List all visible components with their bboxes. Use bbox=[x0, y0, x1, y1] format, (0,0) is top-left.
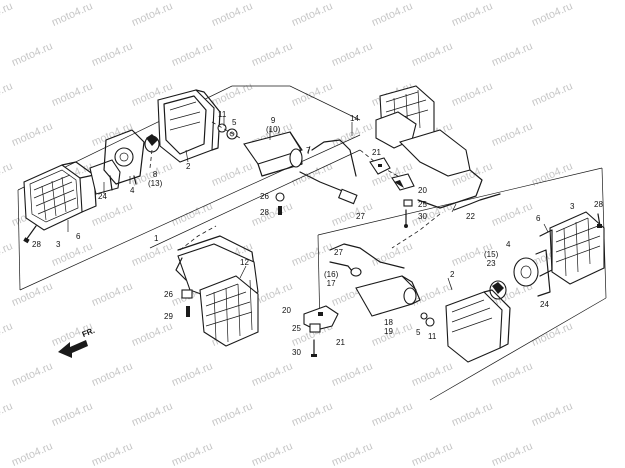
part-label-27-mid: 27 bbox=[356, 212, 365, 221]
part-label-5-top: 5 bbox=[232, 118, 237, 127]
rear-right-lens bbox=[539, 211, 605, 285]
part-label-8-13: 8 (13) bbox=[148, 170, 163, 188]
socket-gasket-left bbox=[89, 129, 145, 195]
grommet-mid bbox=[275, 192, 285, 215]
part-label-29: 29 bbox=[164, 312, 173, 321]
part-label-21-low: 21 bbox=[336, 338, 345, 347]
bracket-20-top bbox=[391, 173, 415, 191]
part-label-18-19: 18 19 bbox=[384, 318, 393, 336]
part-label-28-left: 28 bbox=[32, 240, 41, 249]
part-label-26-mid: 26 bbox=[260, 192, 269, 201]
screw-28-left bbox=[23, 225, 37, 244]
part-label-2-top: 2 bbox=[186, 162, 191, 171]
part-label-16-17: (16) 17 bbox=[324, 270, 339, 288]
part-label-11-low: 11 bbox=[428, 332, 437, 341]
part-label-2-low: 2 bbox=[450, 270, 455, 279]
part-label-28-mid: 28 bbox=[260, 208, 269, 217]
part-label-30-top: 30 bbox=[418, 212, 427, 221]
harness-27-low bbox=[329, 243, 405, 277]
collar-25-top bbox=[403, 199, 413, 207]
part-label-4-right: 4 bbox=[506, 240, 511, 249]
harness-7 bbox=[299, 139, 413, 205]
front-left-lens-assembly bbox=[23, 161, 97, 231]
bulb-front-left bbox=[144, 134, 160, 169]
housing-front-left bbox=[157, 89, 221, 163]
bracket-21-top bbox=[369, 157, 391, 175]
leader-lines bbox=[67, 116, 549, 291]
front-arrow-icon bbox=[58, 340, 88, 358]
part-label-1: 1 bbox=[154, 234, 159, 243]
part-label-20-top: 20 bbox=[418, 186, 427, 195]
bolt-30-top bbox=[404, 209, 408, 228]
part-label-15-23: (15) 23 bbox=[484, 250, 499, 268]
part-label-3-left: 3 bbox=[56, 240, 61, 249]
part-label-6-right: 6 bbox=[536, 214, 541, 223]
part-label-6-left: 6 bbox=[76, 232, 81, 241]
part-label-25-low: 25 bbox=[292, 324, 301, 333]
part-label-26-low: 26 bbox=[164, 290, 173, 299]
screw-28-right bbox=[597, 213, 602, 228]
part-label-27-low: 27 bbox=[334, 248, 343, 257]
part-label-24-left: 24 bbox=[98, 192, 107, 201]
stay-18-19 bbox=[355, 275, 421, 317]
part-label-20-low: 20 bbox=[282, 306, 291, 315]
front-left-frame bbox=[17, 85, 361, 191]
bracket-20-low bbox=[303, 305, 339, 331]
part-label-30-low: 30 bbox=[292, 348, 301, 357]
rear-frame-bottom bbox=[429, 297, 607, 401]
bolt-30-low bbox=[311, 339, 317, 357]
mid-frame bbox=[149, 149, 361, 249]
part-label-4-left: 4 bbox=[130, 186, 135, 195]
part-label-22: 22 bbox=[466, 212, 475, 221]
socket-rear-right bbox=[513, 249, 551, 297]
part-label-24-right: 24 bbox=[540, 300, 549, 309]
stay-9 bbox=[243, 131, 303, 177]
part-label-11-top: 11 bbox=[218, 110, 227, 119]
part-label-28-right: 28 bbox=[594, 200, 603, 209]
part-label-5-low: 5 bbox=[416, 328, 421, 337]
part-label-12: 12 bbox=[240, 258, 249, 267]
rear-right-signal-top bbox=[375, 85, 483, 209]
screw-29 bbox=[186, 306, 190, 317]
cable-22 bbox=[453, 193, 501, 211]
part-label-3-right: 3 bbox=[570, 202, 575, 211]
housing-rear-lower bbox=[445, 289, 511, 363]
part-label-9-10: 9 (10) bbox=[266, 116, 281, 134]
part-label-25-top: 25 bbox=[418, 200, 427, 209]
rear-left-signal bbox=[175, 225, 259, 347]
part-label-21-top: 21 bbox=[372, 148, 381, 157]
collar-25-low bbox=[309, 323, 321, 333]
nut-washer-lower bbox=[420, 312, 435, 327]
part-label-7: 7 bbox=[306, 146, 311, 155]
cable-22-b bbox=[391, 213, 441, 249]
front-frame-bottom bbox=[19, 134, 361, 291]
bulb-rear-right bbox=[489, 280, 507, 300]
part-label-14: 14 bbox=[350, 114, 359, 123]
bushing-26-low bbox=[181, 289, 193, 299]
frame-left-edge bbox=[17, 189, 21, 291]
